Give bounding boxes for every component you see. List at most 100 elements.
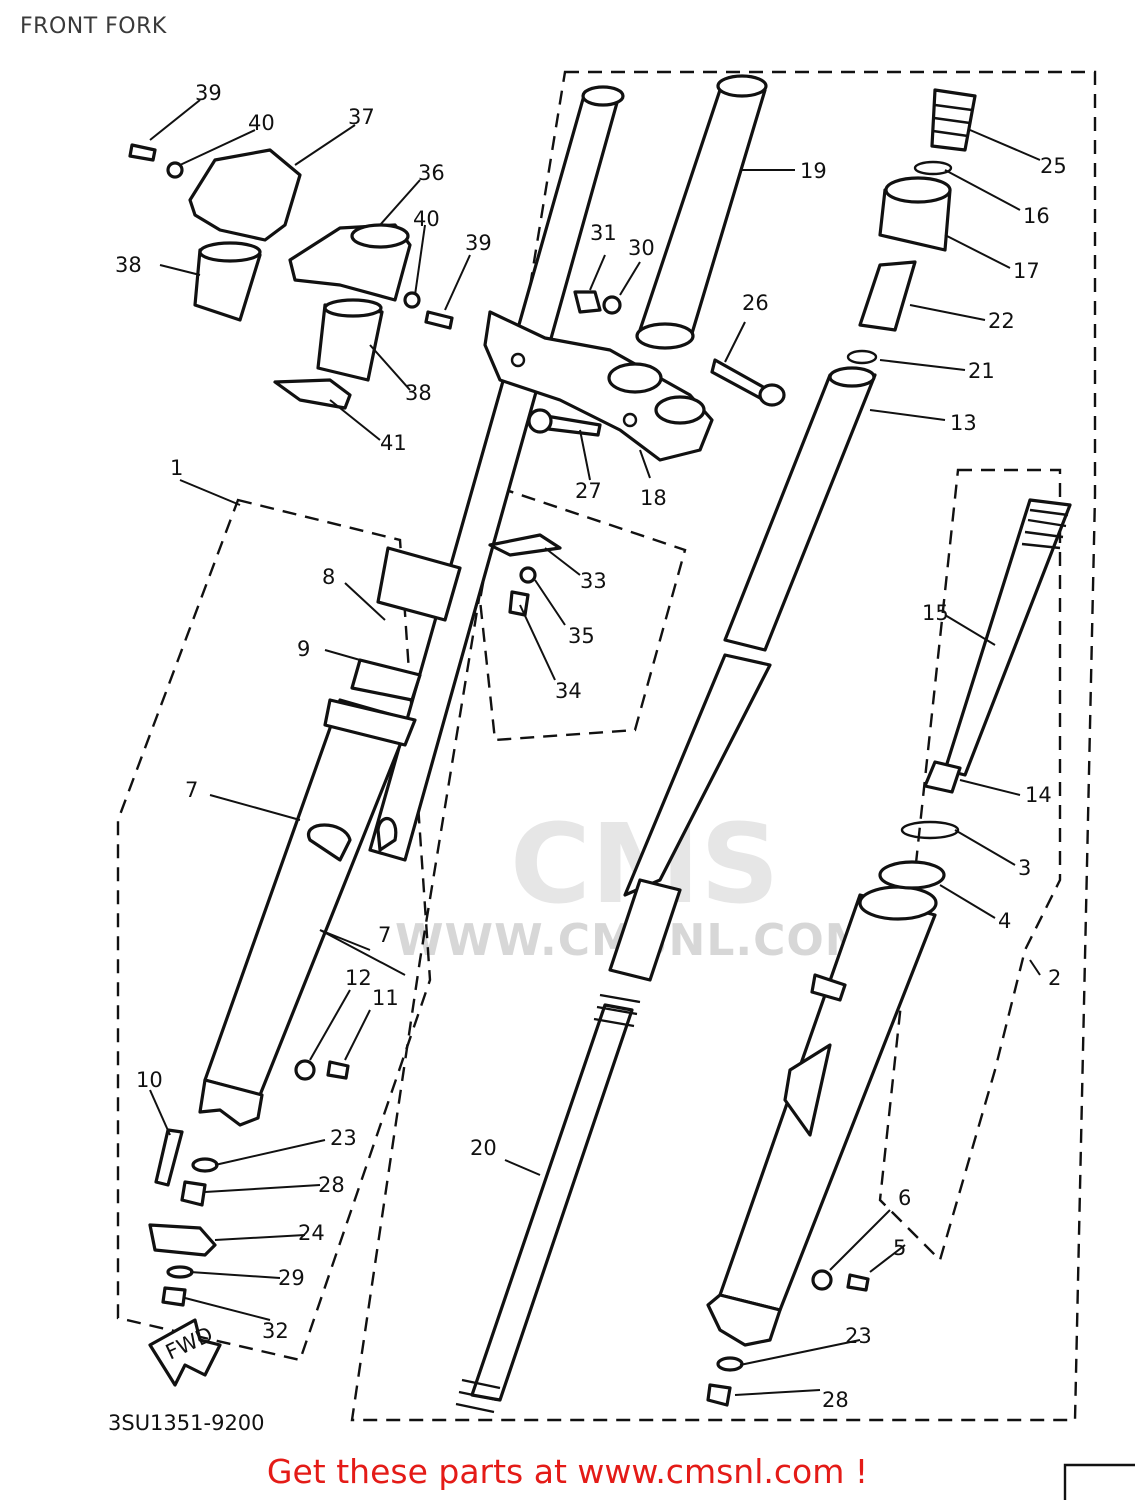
washer-23-right — [716, 1356, 744, 1372]
callout-30: 30 — [628, 236, 655, 260]
callout-33: 33 — [580, 569, 607, 593]
callout-39: 39 — [465, 231, 492, 255]
callout-40: 40 — [248, 111, 275, 135]
callout-19: 19 — [800, 159, 827, 183]
axle-holder-24 — [148, 1223, 217, 1257]
fork-cap-bolt-25 — [930, 88, 977, 152]
callout-39: 39 — [195, 81, 222, 105]
callout-35: 35 — [568, 624, 595, 648]
callout-15: 15 — [922, 601, 949, 625]
nut-32 — [161, 1286, 187, 1307]
callout-32: 32 — [262, 1319, 289, 1343]
damper-rod-15 — [943, 498, 1072, 777]
callout-21: 21 — [968, 359, 995, 383]
washer-12 — [294, 1059, 316, 1081]
callout-4: 4 — [998, 909, 1011, 933]
left-outer-tube-7 — [203, 698, 417, 1097]
fwd-arrow-icon: FWD — [148, 1318, 222, 1387]
callout-38: 38 — [405, 381, 432, 405]
circlip-21 — [846, 349, 878, 365]
callout-20: 20 — [470, 1136, 497, 1160]
washer-29 — [166, 1265, 194, 1279]
bolt-11 — [326, 1060, 350, 1080]
damper-38-upper — [193, 241, 262, 322]
headlight-bracket-37 — [188, 148, 302, 242]
callout-23: 23 — [845, 1324, 872, 1348]
callout-14: 14 — [1025, 783, 1052, 807]
bolt-34 — [508, 590, 530, 617]
left-fork-assembly-boundary — [116, 498, 432, 1362]
spacer-22 — [858, 260, 917, 332]
callout-8: 8 — [322, 565, 335, 589]
ring-3 — [900, 820, 960, 840]
spacer-14 — [923, 760, 962, 794]
callout-1: 1 — [170, 456, 183, 480]
washer-40-right — [403, 291, 421, 309]
callout-24: 24 — [298, 1221, 325, 1245]
fork-spring-20 — [455, 993, 641, 1414]
callout-18: 18 — [640, 486, 667, 510]
under-bracket-18 — [483, 310, 714, 462]
callout-11: 11 — [372, 986, 399, 1010]
stud-10 — [154, 1128, 184, 1187]
callout-10: 10 — [136, 1068, 163, 1092]
callout-6: 6 — [898, 1186, 911, 1210]
left-fork-top-cap — [376, 546, 462, 622]
inner-tube-19 — [635, 74, 768, 350]
callout-26: 26 — [742, 291, 769, 315]
diagram-code: 3SU1351-9200 — [108, 1411, 265, 1435]
callout-37: 37 — [348, 105, 375, 129]
callout-13: 13 — [950, 411, 977, 435]
washer-35 — [519, 566, 537, 584]
callout-5: 5 — [893, 1236, 906, 1260]
callout-38: 38 — [115, 253, 142, 277]
callout-25: 25 — [1040, 154, 1067, 178]
bolt-26 — [710, 358, 767, 400]
bolt-28-left — [180, 1180, 207, 1207]
callout-41: 41 — [380, 431, 407, 455]
washer-40-left — [166, 161, 184, 179]
callout-36: 36 — [418, 161, 445, 185]
callout-31: 31 — [590, 221, 617, 245]
callout-40: 40 — [413, 207, 440, 231]
inner-tube-13 — [608, 366, 877, 982]
oil-seal-4 — [878, 860, 946, 890]
callout-23: 23 — [330, 1126, 357, 1150]
left-axle-holder — [198, 1078, 264, 1127]
assembly-boundaries — [116, 70, 1097, 1422]
bolt-28-right — [706, 1383, 732, 1407]
clip-33 — [488, 533, 562, 557]
outer-tube-boundary — [878, 468, 1062, 1263]
nut-31 — [573, 290, 602, 314]
left-dust-seal-9 — [350, 658, 422, 702]
next-page-corner — [1063, 1463, 1135, 1500]
washer-23-left — [191, 1157, 219, 1173]
callout-22: 22 — [988, 309, 1015, 333]
callout-28: 28 — [318, 1173, 345, 1197]
callout-17: 17 — [1013, 259, 1040, 283]
callout-12: 12 — [345, 966, 372, 990]
callout-16: 16 — [1023, 204, 1050, 228]
callout-34: 34 — [555, 679, 582, 703]
bolt-group-boundary — [478, 486, 687, 742]
handlebar-holder-17 — [878, 176, 952, 252]
callout-28: 28 — [822, 1388, 849, 1412]
callout-7: 7 — [378, 923, 391, 947]
outer-tube-2 — [706, 885, 938, 1347]
page-title: FRONT FORK — [20, 14, 167, 39]
callout-7: 7 — [185, 778, 198, 802]
callout-labels: 39 40 37 36 40 39 38 38 41 31 30 26 19 2… — [108, 81, 1067, 1435]
washer-6 — [811, 1269, 833, 1291]
right-fork-assembly-boundary — [350, 70, 1097, 1422]
left-inner-tube — [368, 85, 625, 862]
leader-lines — [149, 99, 1041, 1396]
bolt-39-right — [424, 310, 454, 330]
callout-27: 27 — [575, 479, 602, 503]
bolt-5 — [846, 1273, 870, 1292]
callout-9: 9 — [297, 637, 310, 661]
callout-3: 3 — [1018, 856, 1031, 880]
headlight-bracket-36 — [288, 223, 412, 302]
promo-link[interactable]: Get these parts at www.cmsnl.com ! — [266, 1452, 869, 1491]
band-41 — [273, 378, 352, 410]
